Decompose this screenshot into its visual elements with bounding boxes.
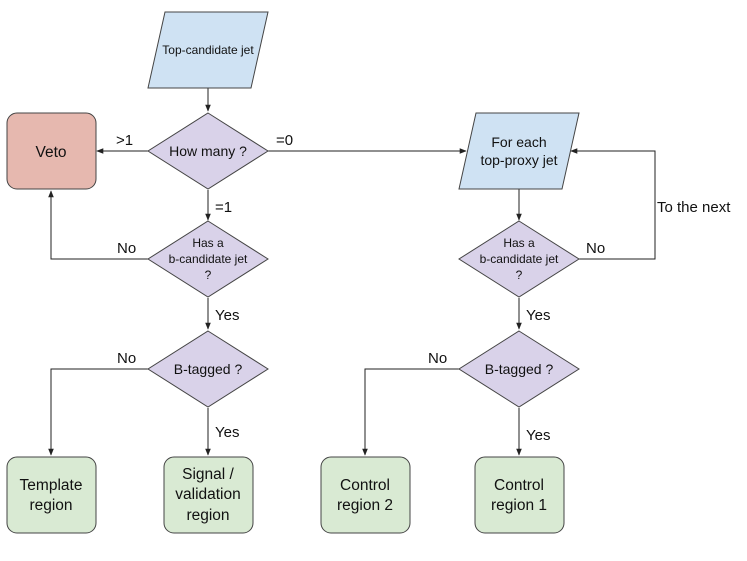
node-btag-left: B-tagged ? bbox=[147, 330, 269, 408]
node-how-many: How many ? bbox=[147, 112, 269, 190]
terminal-box bbox=[320, 456, 411, 534]
node-has-b-right: Has a b-candidate jet ? bbox=[458, 220, 580, 298]
node-label-line-1: Has a bbox=[192, 236, 224, 250]
node-template-region: Template region bbox=[6, 456, 97, 534]
input-parallelogram bbox=[458, 112, 580, 190]
decision-diamond bbox=[458, 330, 580, 408]
node-label-line-3: region bbox=[186, 507, 229, 524]
node-label-line-2: b-candidate jet bbox=[480, 252, 559, 266]
edge-label-yes-left-btag: Yes bbox=[215, 424, 239, 441]
node-label-line-3: ? bbox=[205, 268, 212, 282]
node-label-line-1: Template bbox=[20, 477, 83, 494]
edge-label-gt1: >1 bbox=[116, 132, 133, 149]
node-label: Top-candidate jet bbox=[162, 43, 254, 57]
node-label-line-3: ? bbox=[516, 268, 523, 282]
node-label-line-2: region 1 bbox=[491, 497, 547, 514]
node-signal-region: Signal / validation region bbox=[163, 456, 254, 534]
input-parallelogram bbox=[147, 11, 269, 89]
node-has-b-left: Has a b-candidate jet ? bbox=[147, 220, 269, 298]
decision-diamond bbox=[458, 220, 580, 298]
edge-label-yes-right-btag: Yes bbox=[526, 427, 550, 444]
node-label-line-2: b-candidate jet bbox=[169, 252, 248, 266]
edge-label-yes-right-b: Yes bbox=[526, 307, 550, 324]
edge-label-to-next: To the next bbox=[657, 199, 731, 216]
node-label-line-2: region bbox=[29, 497, 72, 514]
node-label-line-1: Control bbox=[494, 477, 544, 494]
edge-label-yes-left-b: Yes bbox=[215, 307, 239, 324]
node-label: Veto bbox=[35, 144, 66, 161]
edge-btag-left-to-template bbox=[48, 368, 148, 456]
edge-label-eq0: =0 bbox=[276, 132, 293, 149]
node-control-region-1: Control region 1 bbox=[474, 456, 565, 534]
edge-label-eq1: =1 bbox=[215, 199, 232, 216]
node-btag-right: B-tagged ? bbox=[458, 330, 580, 408]
edge-hasb-left-to-veto bbox=[48, 190, 148, 260]
edge-labels: >1 =0 =1 No Yes No Yes Yes No To the nex… bbox=[116, 132, 731, 444]
edge-label-no-left-btag: No bbox=[117, 350, 136, 367]
edge-label-no-right-btag: No bbox=[428, 350, 447, 367]
node-label: B-tagged ? bbox=[485, 361, 554, 377]
decision-diamond bbox=[147, 330, 269, 408]
decision-diamond bbox=[147, 220, 269, 298]
decision-diamond bbox=[147, 112, 269, 190]
node-control-region-2: Control region 2 bbox=[320, 456, 411, 534]
node-label-line-1: For each bbox=[491, 134, 546, 150]
connectors bbox=[48, 88, 656, 456]
edge-hasb-right-loop bbox=[570, 148, 656, 260]
terminal-box bbox=[474, 456, 565, 534]
node-label-line-2: region 2 bbox=[337, 497, 393, 514]
terminal-box bbox=[6, 456, 97, 534]
node-label-line-2: validation bbox=[175, 486, 241, 503]
node-top-candidate-jet: Top-candidate jet bbox=[147, 11, 269, 89]
node-label-line-2: top-proxy jet bbox=[480, 152, 557, 168]
edge-label-no-left-veto: No bbox=[117, 240, 136, 257]
node-label-line-1: Signal / bbox=[182, 466, 234, 483]
edge-label-no-right-loop: No bbox=[586, 240, 605, 257]
node-label: How many ? bbox=[169, 143, 247, 159]
node-for-each-top-proxy: For each top-proxy jet bbox=[458, 112, 580, 190]
edge-btag-right-to-control2 bbox=[362, 368, 459, 456]
node-veto: Veto bbox=[6, 112, 97, 190]
node-label-line-1: Has a bbox=[503, 236, 535, 250]
node-label-line-1: Control bbox=[340, 477, 390, 494]
terminal-box bbox=[6, 112, 97, 190]
terminal-box bbox=[163, 456, 254, 534]
node-label: B-tagged ? bbox=[174, 361, 243, 377]
